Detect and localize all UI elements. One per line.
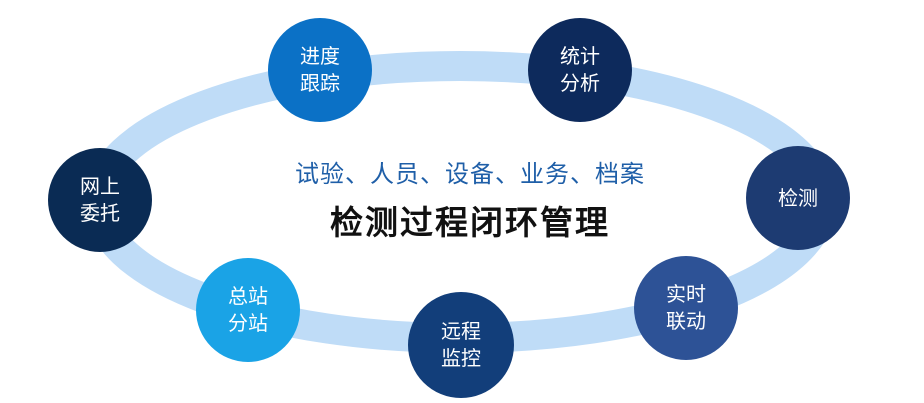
node-label-line2: 联动 xyxy=(666,309,706,333)
node-realtime-linkage: 实时 联动 xyxy=(634,256,738,360)
node-label-line2: 分析 xyxy=(560,71,600,95)
node-progress-tracking: 进度 跟踪 xyxy=(268,18,372,122)
node-label-line1: 实时 xyxy=(666,282,706,306)
node-label-line1: 检测 xyxy=(778,185,818,210)
node-label-line1: 总站 xyxy=(228,284,268,308)
node-label-line2: 跟踪 xyxy=(300,71,340,95)
node-label-line1: 统计 xyxy=(560,44,600,68)
node-remote-monitoring: 远程 监控 xyxy=(408,292,514,398)
node-label-line1: 远程 xyxy=(441,319,481,343)
node-statistics-analysis: 统计 分析 xyxy=(528,18,632,122)
center-title: 检测过程闭环管理 xyxy=(330,203,610,242)
node-label-line1: 网上 xyxy=(80,174,120,198)
node-detection: 检测 xyxy=(746,146,850,250)
node-online-entrust: 网上 委托 xyxy=(48,148,152,252)
center-subtitle: 试验、人员、设备、业务、档案 xyxy=(295,160,645,188)
node-label-line2: 监控 xyxy=(441,346,481,370)
node-label-line2: 分站 xyxy=(228,311,268,335)
node-label-line1: 进度 xyxy=(300,44,340,68)
node-label-line2: 委托 xyxy=(80,201,120,225)
node-main-sub-station: 总站 分站 xyxy=(196,258,300,362)
